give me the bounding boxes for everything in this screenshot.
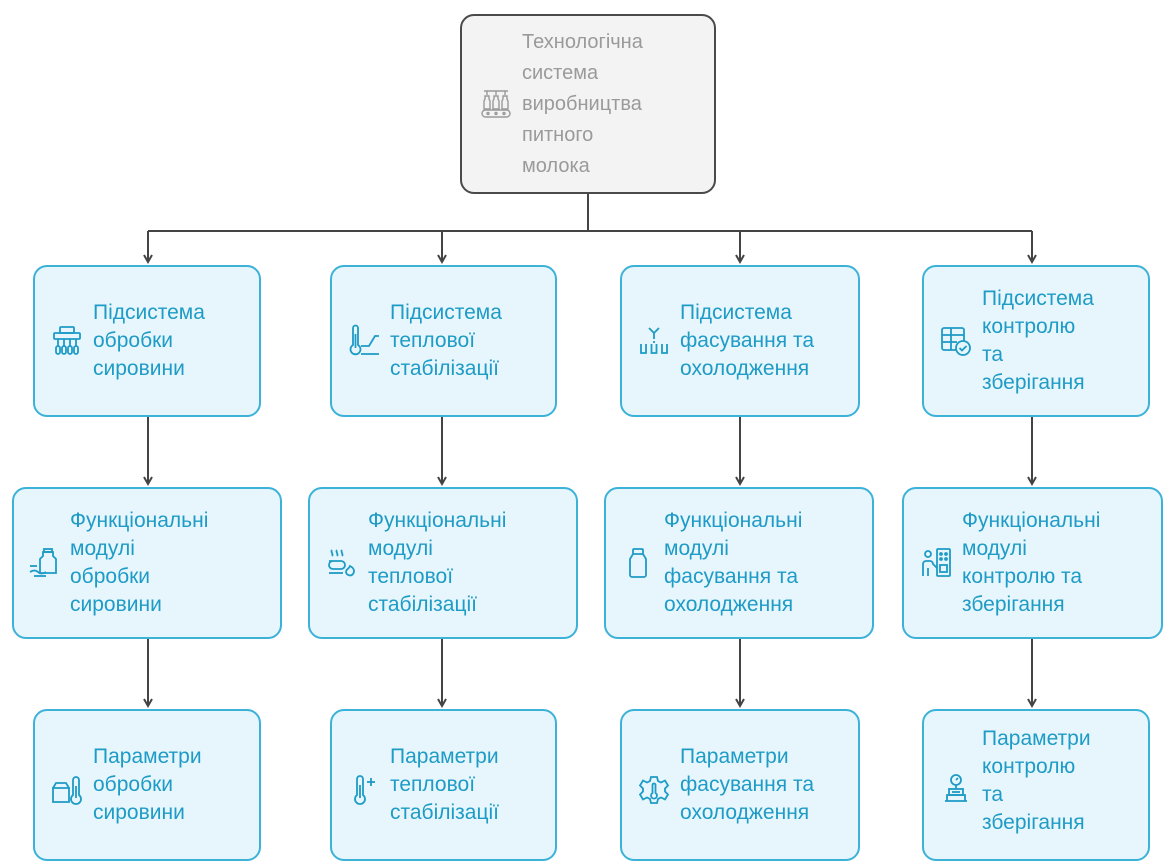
subsystem-node-thermal: Підсистема теплової стабілізації — [330, 265, 557, 417]
parameters-node-packaging: Параметри фасування та охолодження — [620, 709, 860, 861]
gear-thermometer-icon — [634, 771, 674, 811]
milk-production-line-icon — [476, 84, 516, 124]
subsystem-node-processing: Підсистема обробки сировини — [33, 265, 261, 417]
parameters-node-control: Параметри контролю та зберігання — [922, 709, 1150, 861]
subsystem-label: Підсистема теплової стабілізації — [390, 301, 502, 380]
modules-node-processing: Функціональні модулі обробки сировини — [12, 487, 282, 639]
thermometer-plus-icon — [344, 771, 384, 811]
steam-bowl-icon — [322, 543, 362, 583]
thermometer-curve-icon — [344, 321, 384, 361]
bottle-filling-icon — [634, 321, 674, 361]
root-label: Технологічна система виробництва питного… — [522, 30, 643, 177]
box-thermometer-icon — [47, 771, 87, 811]
worker-panel-icon — [916, 543, 956, 583]
parameters-node-thermal: Параметри теплової стабілізації — [330, 709, 557, 861]
root-node: Технологічна система виробництва питного… — [460, 14, 716, 194]
modules-node-thermal: Функціональні модулі теплової стабілізац… — [308, 487, 578, 639]
subsystem-node-control: Підсистема контролю та зберігання — [922, 265, 1150, 417]
modules-node-packaging: Функціональні модулі фасування та охолод… — [604, 487, 874, 639]
parameters-label: Параметри обробки сировини — [93, 745, 202, 824]
parameters-label: Параметри фасування та охолодження — [680, 745, 815, 824]
milk-bottle-icon — [618, 543, 658, 583]
parameters-label: Параметри теплової стабілізації — [390, 745, 500, 824]
parameters-node-processing: Параметри обробки сировини — [33, 709, 261, 861]
processing-machine-icon — [47, 321, 87, 361]
subsystem-label: Підсистема обробки сировини — [93, 301, 205, 380]
milk-can-pouring-icon — [24, 543, 64, 583]
modules-label: Функціональні модулі обробки сировини — [70, 509, 209, 616]
modules-node-control: Функціональні модулі контролю та зберіга… — [902, 487, 1163, 639]
modules-label: Функціональні модулі теплової стабілізац… — [368, 509, 507, 616]
weighing-scale-icon — [936, 769, 976, 809]
table-check-icon — [936, 321, 976, 361]
subsystem-label: Підсистема контролю та зберігання — [982, 287, 1094, 394]
subsystem-label: Підсистема фасування та охолодження — [680, 301, 815, 380]
subsystem-node-packaging: Підсистема фасування та охолодження — [620, 265, 860, 417]
parameters-label: Параметри контролю та зберігання — [982, 727, 1091, 834]
modules-label: Функціональні модулі контролю та зберіга… — [962, 509, 1101, 616]
modules-label: Функціональні модулі фасування та охолод… — [664, 509, 803, 616]
